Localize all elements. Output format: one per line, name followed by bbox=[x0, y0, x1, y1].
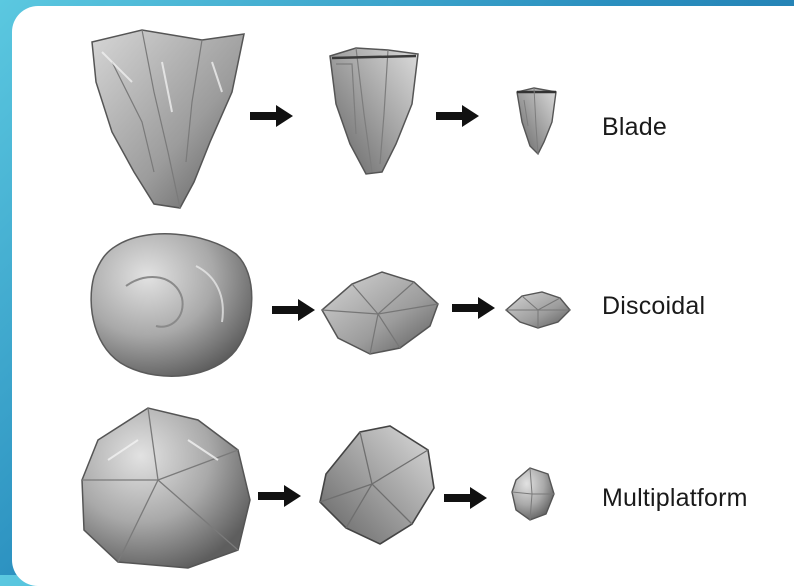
label-discoidal: Discoidal bbox=[602, 292, 705, 321]
arrow-right-icon bbox=[258, 484, 302, 508]
arrow-right-icon bbox=[436, 104, 480, 128]
multiplatform-core-medium bbox=[316, 424, 438, 546]
multiplatform-core-small bbox=[510, 466, 556, 522]
multiplatform-core-large bbox=[78, 400, 254, 570]
discoidal-core-medium bbox=[318, 270, 440, 356]
arrow-right-icon bbox=[452, 296, 496, 320]
discoidal-core-large bbox=[86, 226, 258, 384]
label-multiplatform: Multiplatform bbox=[602, 484, 748, 513]
label-blade: Blade bbox=[602, 113, 667, 142]
discoidal-core-small bbox=[504, 290, 572, 330]
arrow-right-icon bbox=[250, 104, 294, 128]
blade-core-medium bbox=[326, 44, 424, 178]
arrow-right-icon bbox=[272, 298, 316, 322]
arrow-right-icon bbox=[444, 486, 488, 510]
blade-core-small bbox=[514, 86, 560, 156]
blade-core-large bbox=[82, 22, 252, 212]
